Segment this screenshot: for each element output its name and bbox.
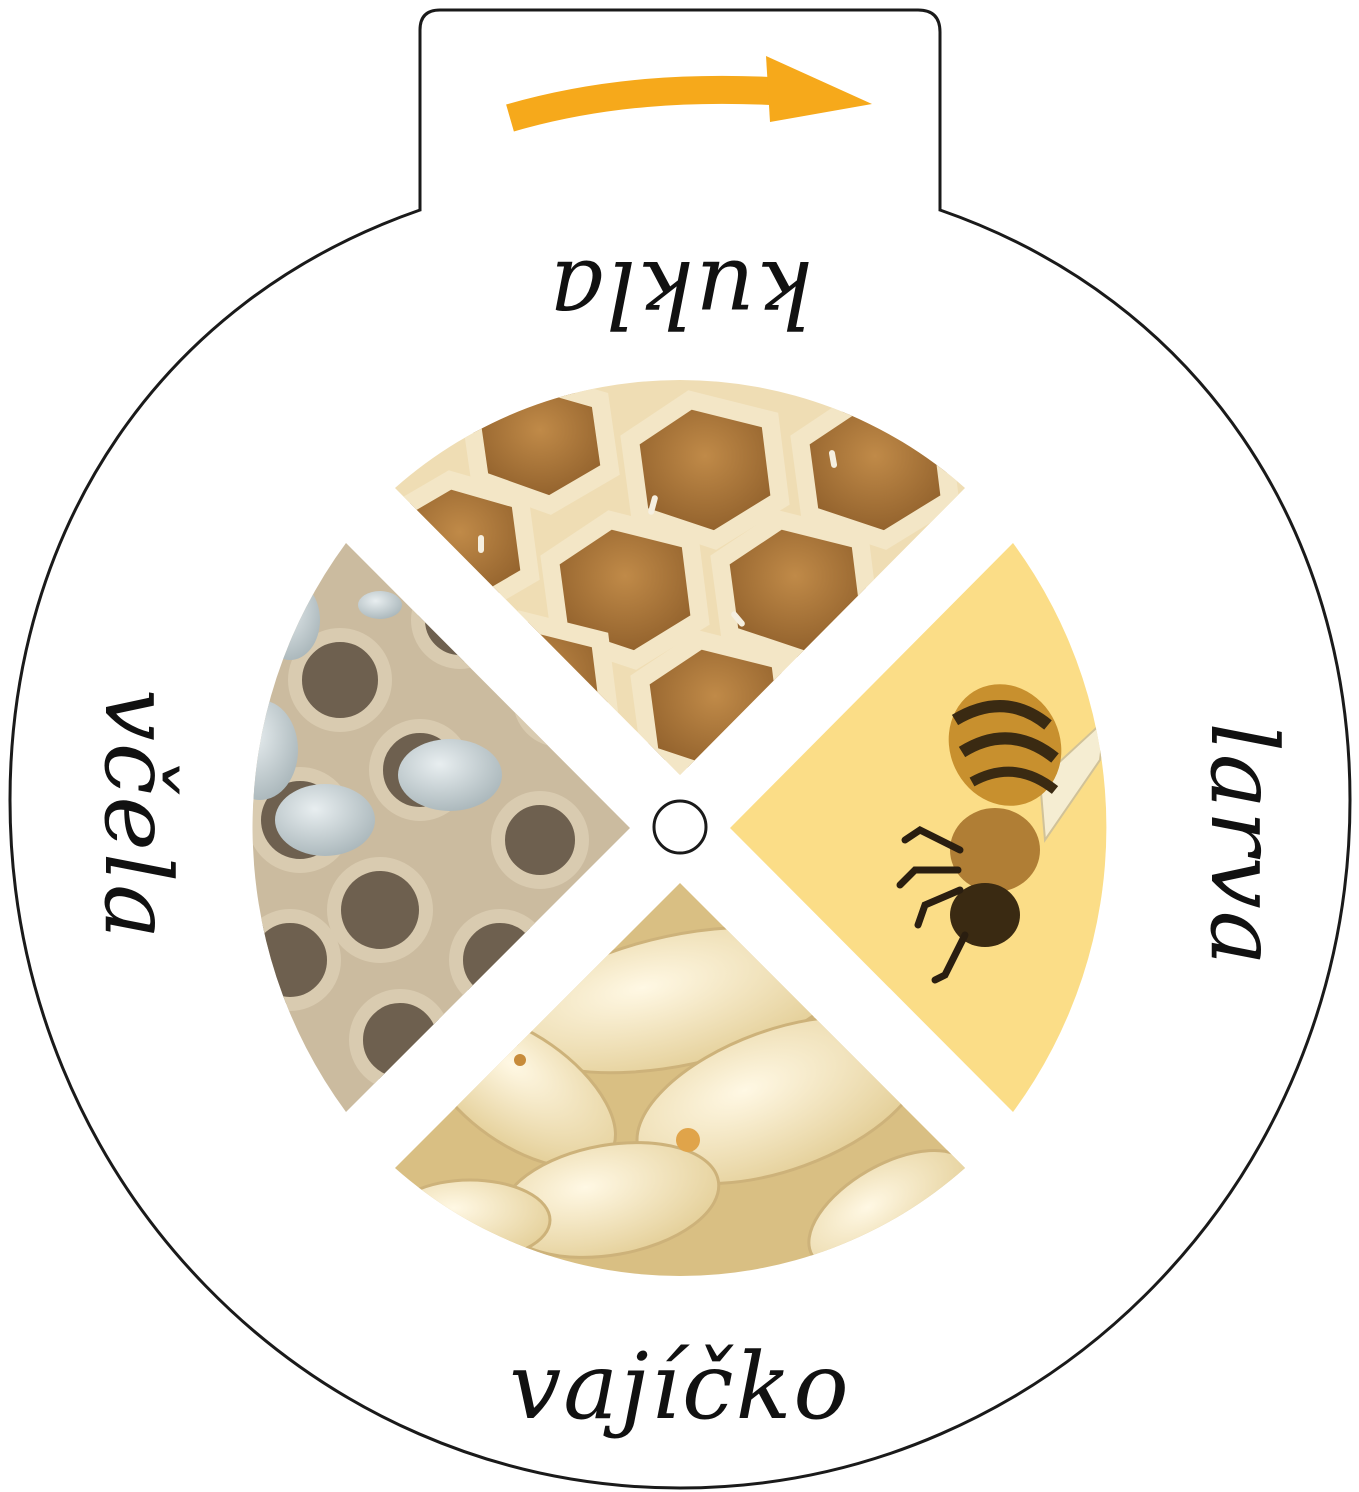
circle-icon [654,801,706,853]
stage-label-larva: larva [1190,722,1297,967]
stage-label-vajicko: vajíčko [509,1333,850,1440]
stage-label-kukla: kukla [547,240,812,347]
stage-label-vcela: včela [84,689,191,941]
